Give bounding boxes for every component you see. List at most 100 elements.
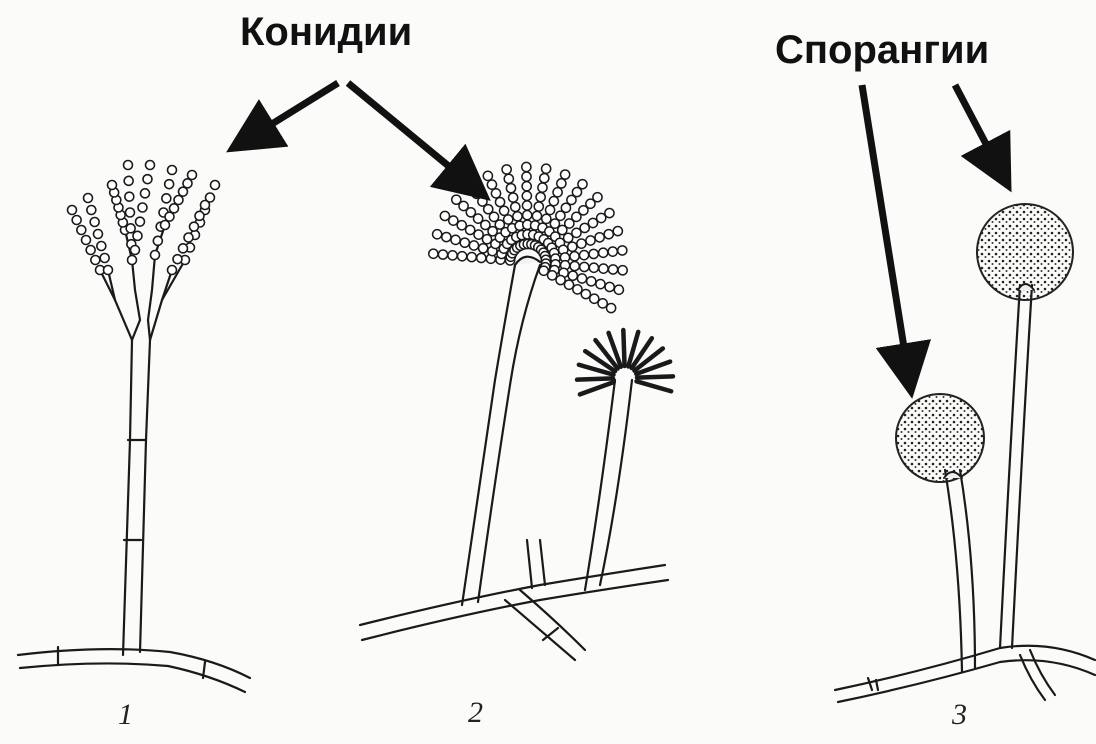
conidium <box>568 242 577 251</box>
conidia-spike <box>577 378 613 379</box>
conidium <box>590 294 599 303</box>
conidium <box>451 235 460 244</box>
conidium <box>536 192 545 201</box>
conidium <box>183 179 192 188</box>
figure-1-hypha <box>18 647 250 692</box>
conidium <box>179 187 188 196</box>
conidium <box>146 161 155 170</box>
conidium <box>125 192 134 201</box>
conidium <box>540 174 549 183</box>
conidium <box>589 249 598 258</box>
conidium <box>586 236 595 245</box>
conidium <box>581 289 590 298</box>
conidium <box>618 266 627 275</box>
conidium <box>589 263 598 272</box>
conidium <box>587 277 596 286</box>
conidium <box>568 271 577 280</box>
conidium <box>599 264 608 273</box>
conidium <box>77 226 86 235</box>
conidium <box>151 251 160 260</box>
conidium <box>184 233 193 242</box>
conidium <box>458 252 467 261</box>
conidium <box>168 266 177 275</box>
conidium <box>605 208 614 217</box>
conidium <box>87 206 96 215</box>
conidium <box>595 233 604 242</box>
conidium <box>188 171 197 180</box>
conidium <box>86 246 95 255</box>
conidium <box>523 211 532 220</box>
conidium <box>522 191 531 200</box>
conidia-spike <box>637 376 673 377</box>
conidium <box>190 222 199 231</box>
conidium <box>72 216 81 225</box>
conidium <box>561 170 570 179</box>
conidium <box>161 221 170 230</box>
conidium <box>440 211 449 220</box>
figure-3-small-sporangium <box>896 394 984 482</box>
conidium <box>522 201 531 210</box>
figure-2-aspergillus <box>360 162 673 660</box>
conidium <box>452 195 461 204</box>
conidium <box>548 271 557 280</box>
conidium <box>195 211 204 220</box>
arrow-conidia-left <box>238 83 338 145</box>
conidium <box>604 230 613 239</box>
figure-3-hypha <box>835 646 1095 702</box>
figure-1-stalk <box>100 225 185 655</box>
conidium <box>438 250 447 259</box>
figure-2-hypha <box>360 540 668 660</box>
conidium <box>522 162 531 171</box>
conidium <box>466 225 475 234</box>
figure-2-small-stalk <box>585 380 632 590</box>
conidium <box>467 252 476 261</box>
conidium <box>599 248 608 257</box>
conidium <box>495 197 504 206</box>
conidium <box>487 180 496 189</box>
sporangia-label: Спорангии <box>775 28 989 73</box>
conidium <box>605 282 614 291</box>
conidia-label: Конидии <box>240 10 412 55</box>
figure-number-1: 1 <box>118 698 133 732</box>
conidium <box>553 188 562 197</box>
conidium <box>573 285 582 294</box>
conidium <box>165 180 174 189</box>
conidium <box>504 215 513 224</box>
conidium <box>126 224 135 233</box>
figure-3-mucor <box>835 204 1095 702</box>
conidium <box>608 265 617 274</box>
conidium <box>165 212 174 221</box>
conidium <box>570 261 579 270</box>
conidium <box>557 179 566 188</box>
conidium <box>618 246 627 255</box>
conidium <box>564 280 573 289</box>
conidium <box>429 249 438 258</box>
conidium <box>68 206 77 215</box>
conidium <box>538 183 547 192</box>
conidium <box>457 221 466 230</box>
conidium <box>94 230 103 239</box>
conidium <box>598 299 607 308</box>
conidium <box>82 236 91 245</box>
conidium <box>138 203 147 212</box>
conidium <box>570 252 579 261</box>
conidium <box>614 285 623 294</box>
conidium <box>141 189 150 198</box>
conidium <box>542 214 551 223</box>
conidia-spike <box>637 381 672 391</box>
figure-2-small-conidia-head <box>577 330 673 394</box>
conidium <box>90 218 99 227</box>
conidia-spike <box>623 330 624 366</box>
conidium <box>522 182 531 191</box>
conidium <box>97 242 106 251</box>
conidium <box>477 253 486 262</box>
conidium <box>153 236 162 245</box>
arrow-sporangia-left <box>862 85 910 385</box>
arrow-conidia-right <box>348 83 480 192</box>
conidium <box>504 174 513 183</box>
conidium <box>579 251 588 260</box>
conidium <box>522 172 531 181</box>
conidium <box>542 164 551 173</box>
conidium <box>511 202 520 211</box>
